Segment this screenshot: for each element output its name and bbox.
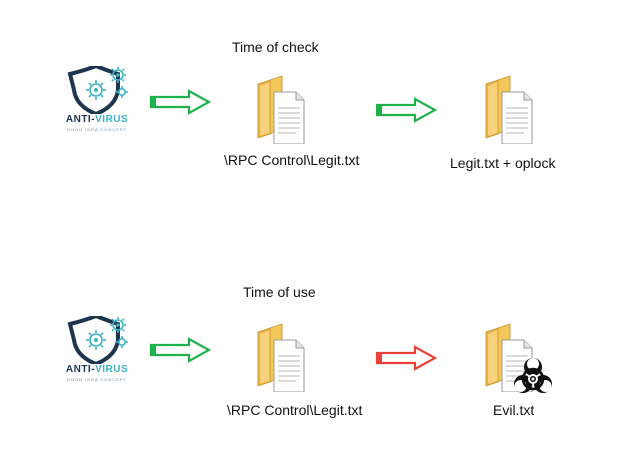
antivirus-shield-icon bbox=[62, 66, 132, 114]
antivirus-logo-use: ANTI-VIRUS GOOD IDEA CONCEPT bbox=[62, 316, 132, 386]
arrow-right-icon bbox=[149, 337, 211, 363]
antivirus-logo-check: ANTI-VIRUS GOOD IDEA CONCEPT bbox=[62, 66, 132, 136]
use-target-label: Evil.txt bbox=[493, 402, 535, 418]
use-title: Time of use bbox=[243, 284, 316, 300]
check-title: Time of check bbox=[232, 39, 319, 55]
arrow-right-icon bbox=[375, 97, 437, 123]
arrow-right-icon bbox=[149, 89, 211, 115]
folder-document-icon bbox=[252, 322, 312, 392]
antivirus-tagline: GOOD IDEA CONCEPT bbox=[66, 377, 128, 382]
use-file-label: \RPC Control\Legit.txt bbox=[227, 402, 363, 418]
antivirus-tagline: GOOD IDEA CONCEPT bbox=[66, 127, 128, 132]
antivirus-name: ANTI-VIRUS bbox=[65, 114, 129, 125]
antivirus-name: ANTI-VIRUS bbox=[65, 364, 129, 375]
arrow-right-red-icon bbox=[375, 345, 437, 371]
biohazard-icon bbox=[511, 355, 555, 399]
check-target-label: Legit.txt + oplock bbox=[450, 155, 556, 171]
antivirus-shield-icon bbox=[62, 316, 132, 364]
folder-document-icon bbox=[480, 74, 540, 144]
check-file-label: \RPC Control\Legit.txt bbox=[224, 152, 360, 168]
folder-document-icon bbox=[252, 74, 312, 144]
